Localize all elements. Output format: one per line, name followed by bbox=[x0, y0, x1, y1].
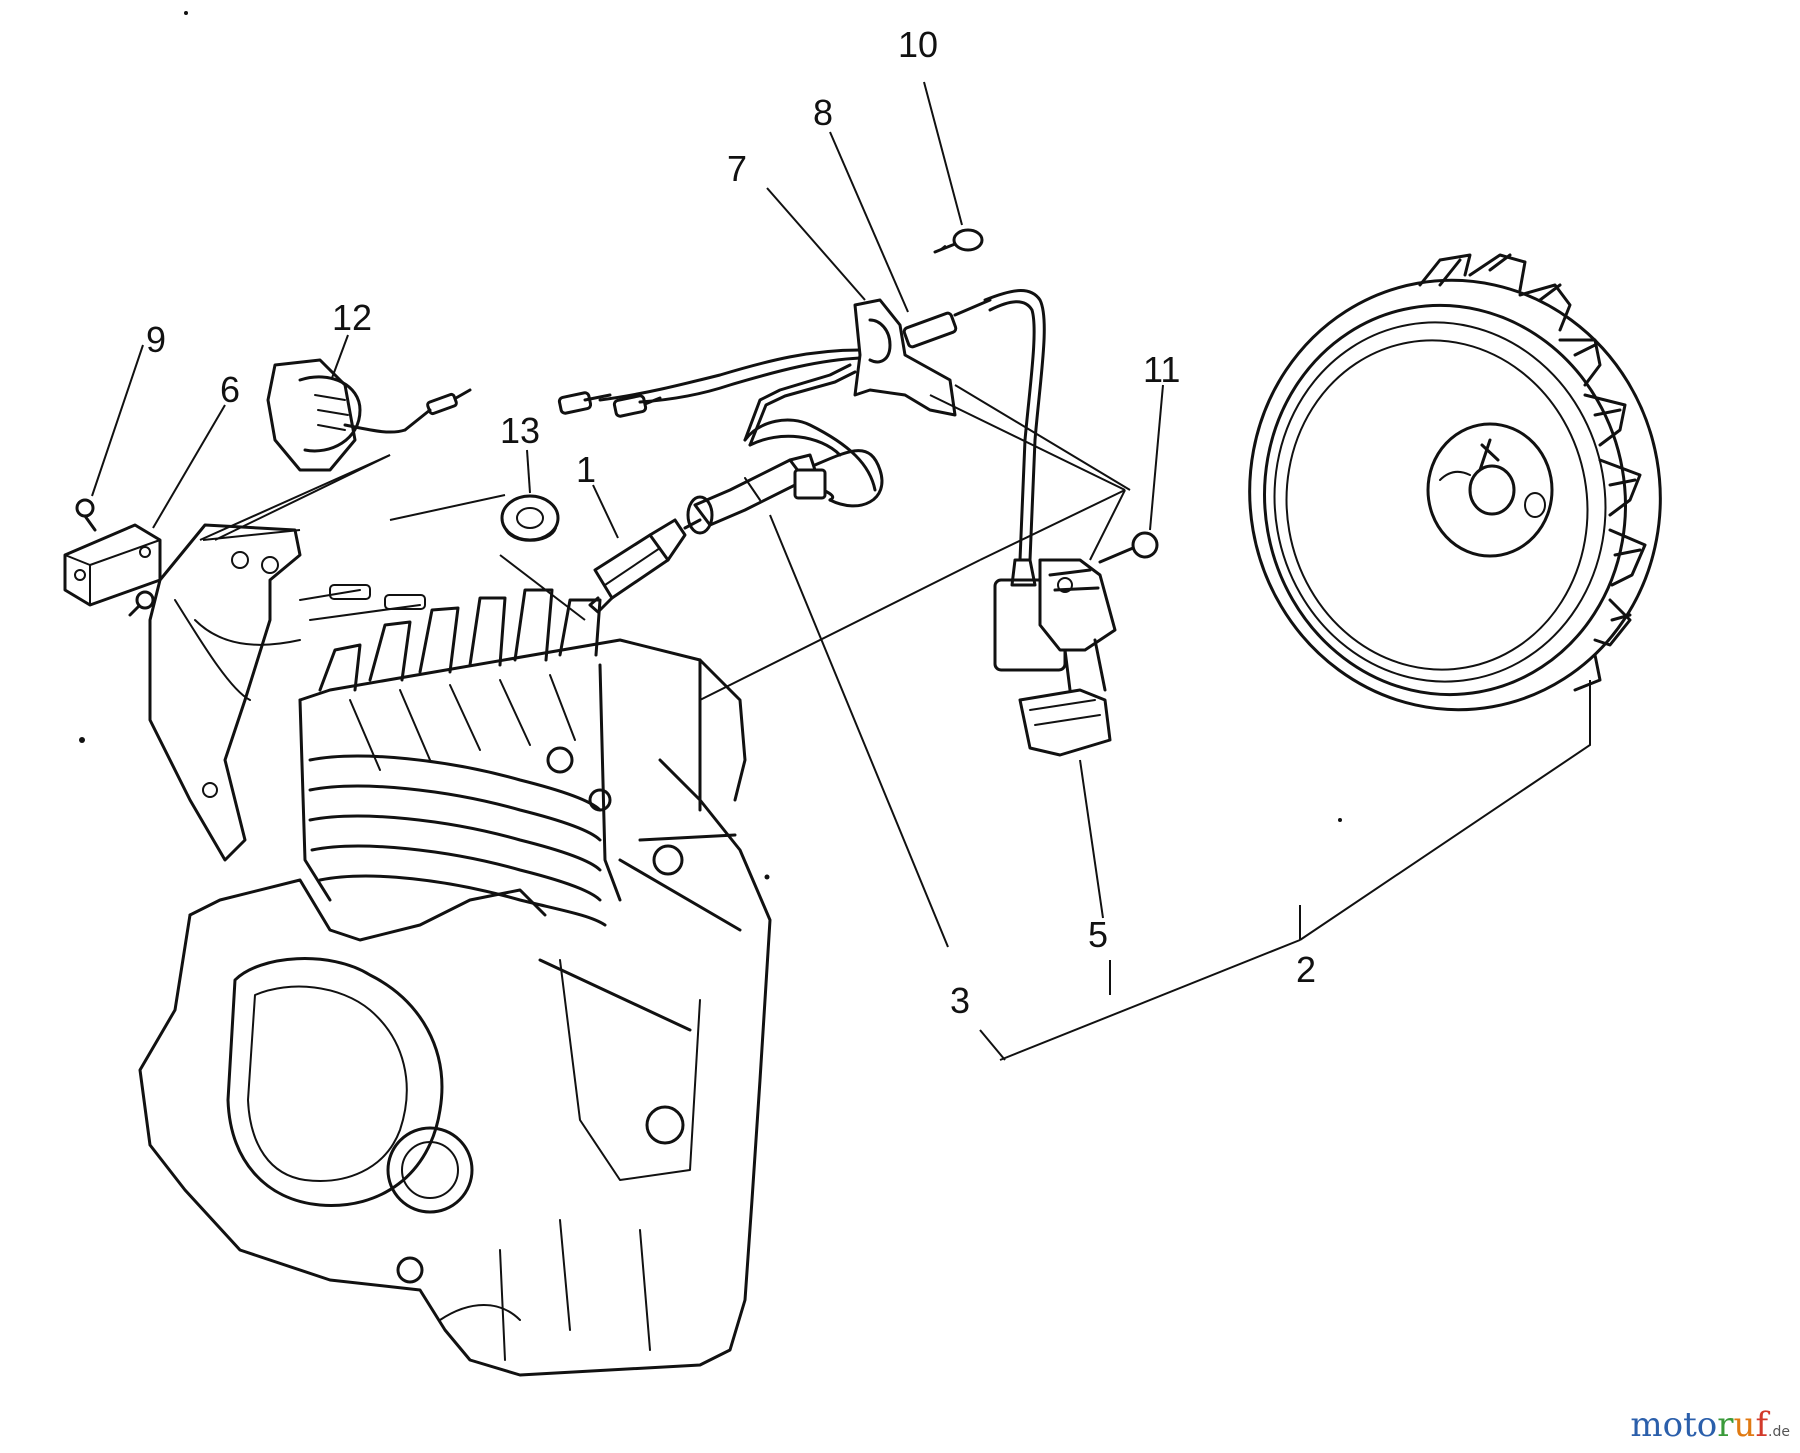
watermark-letter: u bbox=[1733, 1405, 1756, 1445]
watermark-letter: f bbox=[1755, 1405, 1769, 1445]
callout-5: 5 bbox=[1088, 914, 1108, 955]
ignition-bracket-plate bbox=[148, 523, 426, 862]
engine-block bbox=[138, 554, 981, 1377]
callout-3: 3 bbox=[950, 980, 970, 1021]
flange-nut bbox=[500, 494, 560, 542]
watermark-letter: t bbox=[1683, 1405, 1697, 1445]
ignition-module bbox=[63, 523, 162, 607]
callout-11: 11 bbox=[1143, 349, 1180, 390]
callout-1: 1 bbox=[576, 449, 596, 490]
watermark-letter: o bbox=[1696, 1405, 1718, 1445]
ignition-harness bbox=[743, 363, 884, 508]
scan-dot bbox=[764, 874, 770, 880]
scan-dot bbox=[184, 11, 188, 15]
callout-7: 7 bbox=[727, 148, 747, 189]
ignition-coil bbox=[993, 558, 1117, 757]
callout-6: 6 bbox=[220, 369, 240, 410]
callout-8: 8 bbox=[813, 92, 833, 133]
callout-2: 2 bbox=[1296, 949, 1316, 990]
callout-labels: 1 2 3 5 6 7 8 9 10 11 12 13 bbox=[146, 24, 1316, 1021]
motoruf-watermark: motoruf.de bbox=[1630, 1405, 1790, 1445]
high-tension-lead bbox=[983, 289, 1046, 562]
module-screw bbox=[75, 498, 155, 617]
watermark-tld: .de bbox=[1768, 1424, 1790, 1440]
watermark-letter: m bbox=[1630, 1405, 1663, 1445]
lead-clamp-bracket bbox=[853, 298, 992, 417]
watermark-letter: r bbox=[1717, 1405, 1734, 1445]
callout-13: 13 bbox=[500, 410, 540, 451]
clamp-screw bbox=[933, 228, 984, 254]
wire-leads bbox=[557, 348, 862, 418]
scan-dot bbox=[79, 737, 85, 743]
callout-10: 10 bbox=[898, 24, 938, 65]
callout-9: 9 bbox=[146, 319, 166, 360]
charge-coil bbox=[266, 358, 472, 472]
watermark-letter: o bbox=[1662, 1405, 1684, 1445]
leader-lines bbox=[91, 81, 1591, 1061]
scan-dot bbox=[1338, 818, 1342, 822]
callout-12: 12 bbox=[332, 297, 372, 338]
coil-screw bbox=[1098, 531, 1159, 564]
flywheel bbox=[1248, 253, 1662, 712]
spark-plug bbox=[588, 518, 702, 614]
